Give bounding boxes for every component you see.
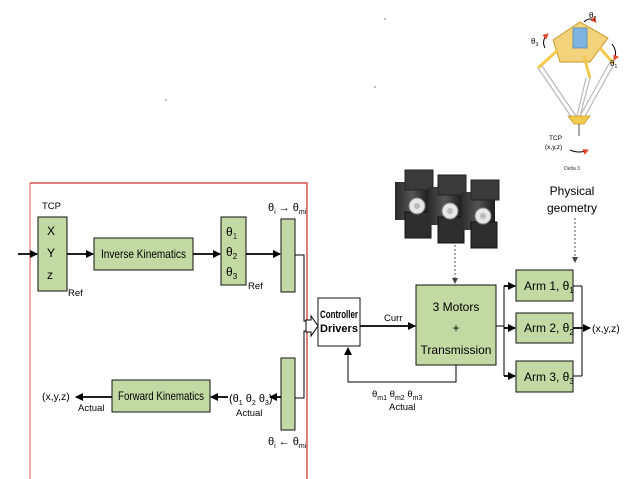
robot-tcp-coords-label: (x,y,z) (545, 144, 562, 151)
robot-caption: Delta 3 (564, 166, 580, 172)
motors-label: 3 Motors (433, 300, 480, 314)
x-label: X (47, 224, 55, 238)
arm1-label: Arm 1, θ1 (524, 279, 574, 295)
z-label: z (47, 268, 53, 282)
output-xyz-label: (x,y,z) (592, 323, 620, 335)
feedback-actual-label: Actual (389, 402, 415, 413)
wire-top-switch-merge (295, 255, 307, 321)
controller-drivers-block (318, 298, 360, 346)
actual-label: Actual (78, 403, 104, 414)
drivers-label: Drivers (320, 323, 358, 335)
ref-label-input: Ref (68, 288, 83, 299)
transmission-label: Transmission (421, 343, 492, 357)
ref-label-theta: Ref (248, 281, 263, 292)
y-label: Y (47, 246, 55, 260)
fk-actual-label: Actual (236, 408, 262, 419)
bottom-switch-label: θi ← θmi (268, 436, 307, 450)
geometry-label: geometry (547, 201, 597, 215)
curr-label: Curr (384, 313, 402, 324)
stray-dot (374, 86, 376, 88)
bottom-switch-block (281, 358, 295, 430)
top-switch-block (281, 219, 295, 292)
delta-robot-image: θ3 θ2 θ1 TCP (x,y,z) Delta 3 (521, 11, 628, 172)
top-switch-label: θi → θmi (268, 202, 307, 216)
robot-tcp-label: TCP (549, 135, 562, 142)
stray-dot (384, 18, 386, 20)
controller-label: Controller (320, 309, 359, 321)
arm2-label: Arm 2, θ2 (524, 321, 574, 337)
forward-kinematics-label: Forward Kinematics (118, 389, 204, 403)
plus-label: + (452, 321, 459, 335)
controller-region-border (30, 183, 307, 479)
physical-label: Physical (550, 184, 595, 198)
xyz-actual-label: (x,y,z) (42, 391, 70, 403)
motors-image (395, 170, 499, 248)
stray-dot (165, 99, 167, 101)
inverse-kinematics-label: Inverse Kinematics (101, 247, 186, 261)
feedback-thetas-label: θm1 θm2 θm3 (372, 389, 422, 402)
arm3-label: Arm 3, θ3 (524, 370, 574, 386)
tcp-label: TCP (42, 201, 61, 212)
fk-thetas-label: (θ1 θ2 θ3) (229, 393, 273, 407)
wire-bottom-switch-merge (295, 331, 307, 398)
hollow-merge-arrow (306, 316, 318, 336)
